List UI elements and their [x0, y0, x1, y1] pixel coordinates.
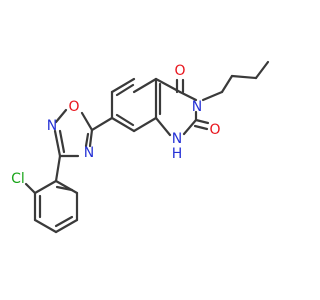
bond-c2-o-a — [194, 118, 210, 125]
oxadiazole-ring — [53, 108, 94, 158]
bond-p1-p2 — [33, 179, 58, 195]
bond-n4-c5ox-inner — [84, 132, 90, 148]
bond-c2p-c3p — [230, 74, 258, 80]
chlorophenyl-ring — [24, 179, 79, 234]
bond-n1-c8a — [154, 116, 172, 137]
bond-p3-p4 — [33, 218, 58, 234]
bond-c8a-c8 — [132, 116, 158, 133]
atom-oxadiazole-n4: N — [84, 145, 94, 161]
molecule-canvas: O N O N H O N N Cl — [11, 60, 270, 234]
atom-n3: N — [192, 99, 202, 115]
bond-c2-o-b — [193, 124, 209, 131]
pyrimidinedione-ring — [154, 77, 210, 137]
bond-p2-cl — [24, 182, 37, 195]
atom-oxadiazole-o1: O — [68, 99, 79, 115]
bond-c4-n3 — [178, 90, 198, 102]
butyl-chain — [201, 60, 270, 102]
atom-n1-hydrogen: H — [172, 146, 183, 162]
bond-p6-p1 — [54, 179, 79, 195]
bond-o1-n2 — [54, 108, 68, 124]
atom-n1: N — [172, 131, 182, 147]
benzo-ring — [110, 77, 162, 133]
atom-chlorine: Cl — [11, 171, 25, 187]
bond-c5-c4a — [132, 77, 158, 94]
bond-c2-n1 — [182, 118, 198, 136]
bond-p6-p1-inner — [55, 185, 74, 192]
bond-c8-c7 — [110, 116, 136, 133]
bond-c6-c5-inner — [115, 83, 135, 97]
atom-o-c2: O — [209, 122, 220, 138]
bond-n2-c3ox-inner — [58, 129, 66, 154]
bond-c5ox-o1 — [80, 111, 94, 132]
bond-c8-c7-inner — [115, 113, 135, 127]
molecule-structure: O N O N H O N N Cl — [11, 60, 270, 234]
bond-c1p-c2p — [220, 74, 234, 94]
bond-n3-c1p — [201, 90, 224, 102]
atom-o-c4: O — [174, 63, 185, 79]
bond-c7-oxadiazole — [90, 116, 114, 132]
bond-c3p-c4p — [254, 60, 270, 80]
atom-oxadiazole-n2: N — [47, 118, 57, 134]
bond-c6-c5 — [110, 77, 136, 94]
bond-n2-c3ox — [53, 129, 62, 158]
bond-c3ox-phenyl — [54, 154, 62, 183]
bond-p4-p5 — [54, 218, 79, 234]
bond-n4-c5ox — [88, 128, 94, 148]
bond-p4-p5-inner — [54, 215, 74, 228]
